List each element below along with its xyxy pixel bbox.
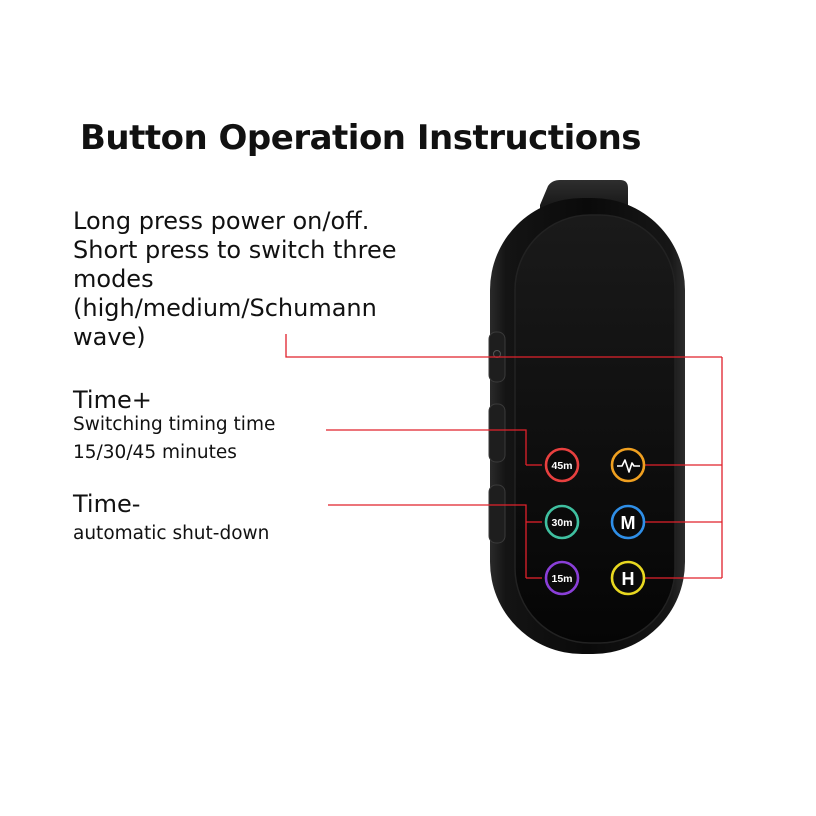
power-callout-line [285,334,722,358]
mode-wave-button[interactable] [610,447,646,483]
time-plus-button[interactable] [488,403,506,463]
mode-medium-button[interactable]: M [610,504,646,540]
time-plus-description: 15/30/45 minutes [73,442,237,463]
time-plus-description: Switching timing time [73,414,276,435]
time-minus-description: automatic shut-down [73,523,270,544]
power-description-line: (high/medium/Schumann [73,294,377,322]
mode-high-button[interactable]: H [610,560,646,596]
mode-high-label: H [622,569,635,589]
indicator-45m[interactable]: 45m [544,447,580,483]
time-minus-callout-line [328,504,527,578]
pulse-wave-icon [617,459,640,473]
time-minus-title: Time- [73,490,141,518]
power-description-line: wave) [73,323,146,351]
power-description-line: Short press to switch three [73,236,397,264]
indicator-15m-label: 15m [551,573,572,585]
time-plus-title: Time+ [73,386,152,414]
callout-lines [285,334,723,579]
power-description-line: Long press power on/off. [73,207,370,235]
time-plus-callout-line [326,429,527,465]
page-title: Button Operation Instructions [80,118,642,158]
time-minus-button[interactable] [488,484,506,544]
power-button-description: Long press power on/off. Short press to … [73,207,453,352]
power-description-line: modes [73,265,154,293]
mode-medium-label: M [621,513,636,533]
indicator-30m[interactable]: 30m [544,504,580,540]
indicator-30m-label: 30m [551,517,572,529]
indicator-45m-label: 45m [551,460,572,472]
indicator-15m[interactable]: 15m [544,560,580,596]
device-face [514,214,676,644]
